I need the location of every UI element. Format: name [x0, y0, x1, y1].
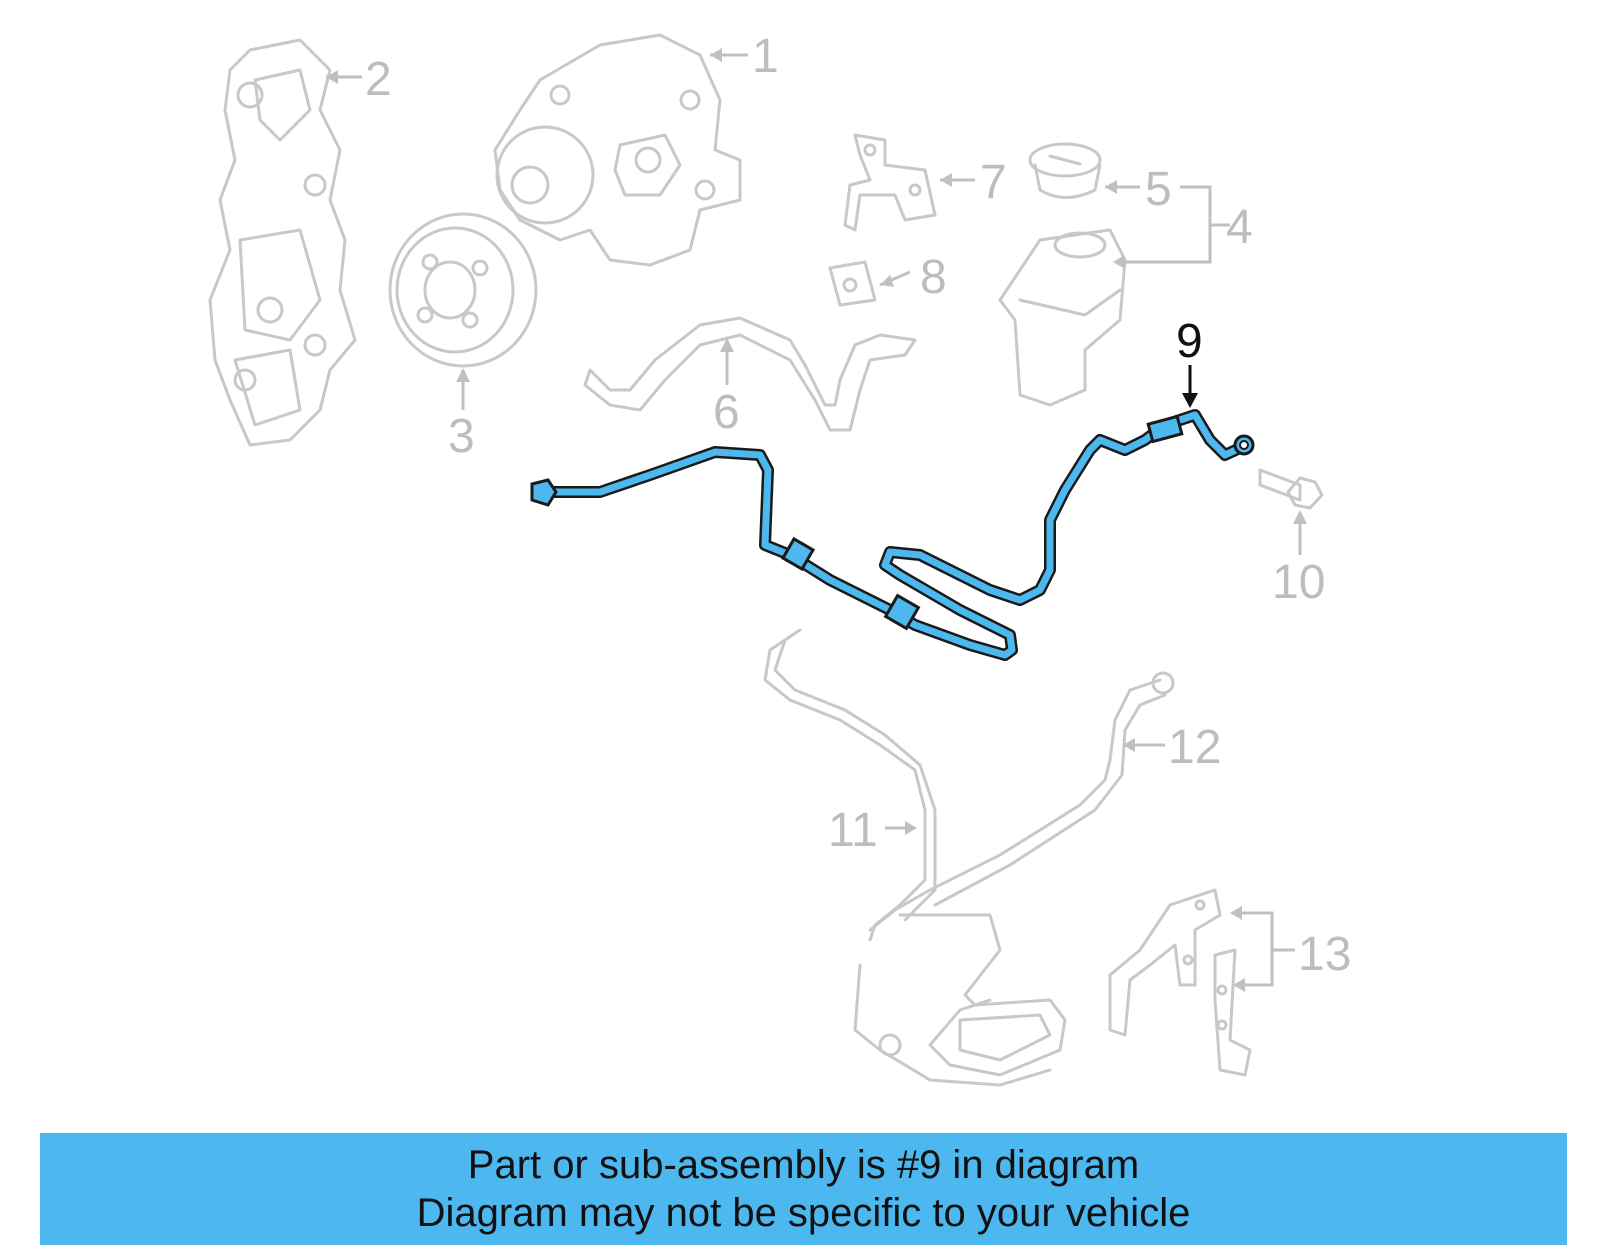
part-2-bracket	[208, 38, 357, 447]
callout-2: 2	[365, 53, 392, 106]
part-5-cap	[1028, 142, 1102, 199]
part-10-bolt	[1258, 468, 1324, 510]
callout-9: 9	[1176, 315, 1203, 368]
part-3-pulley	[388, 212, 538, 368]
part-6-hose	[583, 316, 917, 432]
part-1-pump	[493, 33, 742, 267]
callout-6: 6	[713, 386, 740, 439]
leader-13	[1232, 911, 1274, 987]
callout-10: 10	[1272, 556, 1325, 609]
banner-line-2: Diagram may not be specific to your vehi…	[416, 1191, 1191, 1235]
part-12-line	[868, 671, 1175, 932]
callout-11: 11	[828, 804, 878, 857]
callout-7: 7	[980, 156, 1007, 209]
callout-3: 3	[448, 410, 475, 463]
part-13-brackets	[1108, 888, 1252, 1077]
part-8-clip	[828, 260, 877, 307]
callout-1: 1	[752, 30, 779, 83]
info-banner: Part or sub-assembly is #9 in diagram Di…	[40, 1133, 1567, 1245]
part-7-bracket	[843, 133, 937, 232]
callout-5: 5	[1145, 163, 1172, 216]
part-4-reservoir	[998, 228, 1127, 407]
callout-12: 12	[1168, 721, 1221, 774]
part-9-hose[interactable]	[530, 409, 1255, 661]
banner-line-1: Part or sub-assembly is #9 in diagram	[467, 1143, 1140, 1187]
callout-8: 8	[920, 251, 947, 304]
callout-4: 4	[1226, 201, 1253, 254]
callout-13: 13	[1298, 928, 1351, 981]
